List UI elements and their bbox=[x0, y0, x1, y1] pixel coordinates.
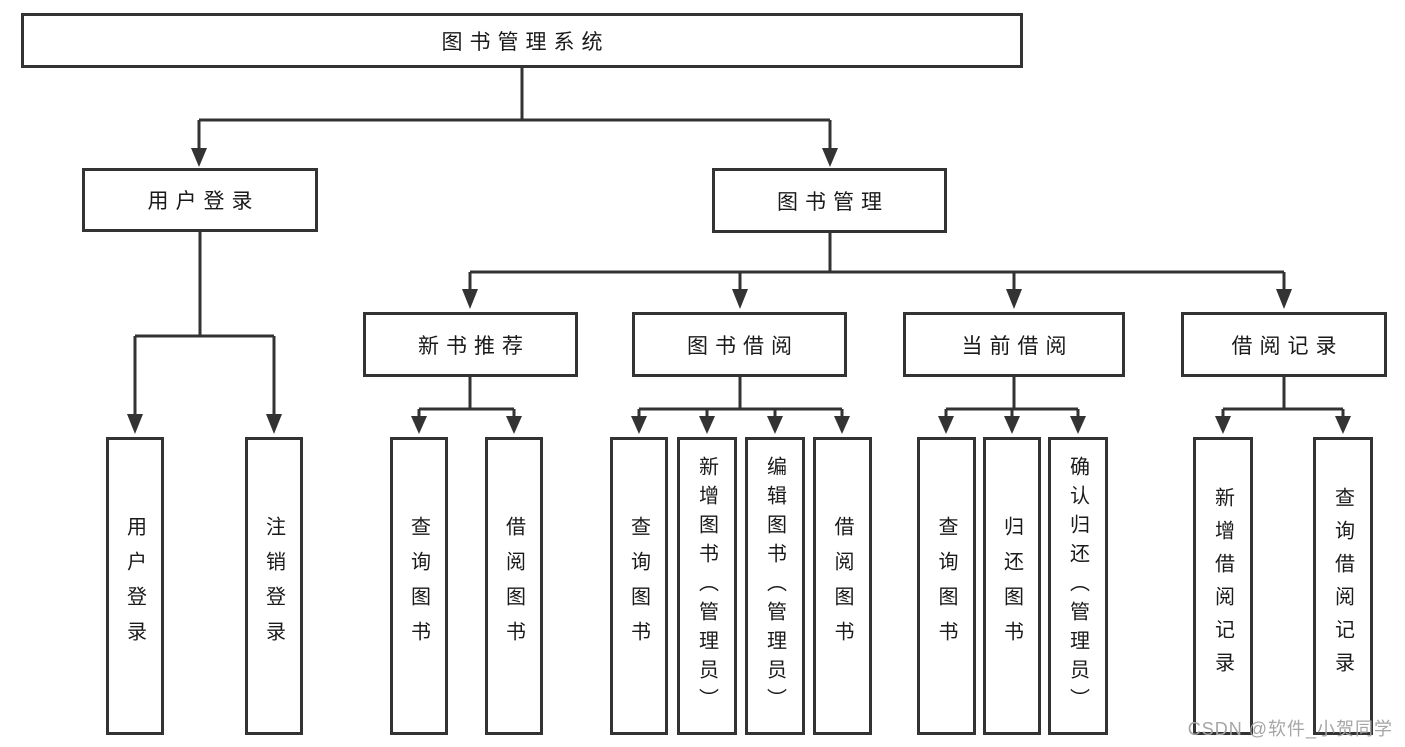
leaf-current-query-books: 查询图书 bbox=[917, 437, 976, 735]
node-current-borrow: 当前借阅 bbox=[903, 312, 1125, 377]
node-book-borrow: 图书借阅 bbox=[632, 312, 847, 377]
connector-book-borrow-children bbox=[631, 377, 850, 434]
leaf-recommend-borrow-books: 借阅图书 bbox=[485, 437, 543, 735]
leaf-borrow-borrow-books-label: 借阅图书 bbox=[831, 516, 853, 656]
leaf-logout: 注销登录 bbox=[245, 437, 303, 735]
leaf-return-books: 归还图书 bbox=[983, 437, 1041, 735]
leaf-logout-label: 注销登录 bbox=[262, 516, 285, 656]
leaf-recommend-query-books-label: 查询图书 bbox=[407, 516, 430, 656]
connector-user-login-children bbox=[127, 232, 282, 434]
leaf-recommend-borrow-books-label: 借阅图书 bbox=[502, 516, 525, 656]
connector-current-borrow-children bbox=[938, 377, 1086, 434]
leaf-confirm-return-admin-label: 确认归还（管理员） bbox=[1066, 455, 1089, 717]
csdn-watermark: CSDN @软件_小贺同学 bbox=[1187, 719, 1393, 739]
leaf-add-borrow-record: 新增借阅记录 bbox=[1193, 437, 1253, 735]
node-user-login-label: 用户登录 bbox=[147, 190, 260, 213]
node-new-book-recommend: 新书推荐 bbox=[363, 312, 578, 377]
leaf-confirm-return-admin: 确认归还（管理员） bbox=[1048, 437, 1108, 735]
connector-root-to-level2 bbox=[191, 68, 838, 167]
leaf-query-borrow-record-label: 查询借阅记录 bbox=[1331, 487, 1354, 685]
leaf-add-book-admin: 新增图书（管理员） bbox=[677, 437, 737, 735]
node-current-borrow-label: 当前借阅 bbox=[961, 334, 1074, 358]
leaf-edit-book-admin: 编辑图书（管理员） bbox=[745, 437, 805, 735]
leaf-recommend-query-books: 查询图书 bbox=[390, 437, 448, 735]
node-book-management: 图书管理 bbox=[712, 168, 947, 233]
leaf-user-login-label: 用户登录 bbox=[123, 516, 146, 656]
node-root: 图书管理系统 bbox=[21, 13, 1023, 68]
leaf-return-books-label: 归还图书 bbox=[1000, 516, 1023, 656]
node-user-login: 用户登录 bbox=[82, 168, 318, 232]
leaf-add-borrow-record-label: 新增借阅记录 bbox=[1211, 487, 1234, 685]
node-new-book-recommend-label: 新书推荐 bbox=[418, 334, 530, 358]
leaf-borrow-borrow-books: 借阅图书 bbox=[813, 437, 872, 735]
leaf-borrow-query-books-label: 查询图书 bbox=[627, 516, 650, 656]
leaf-user-login: 用户登录 bbox=[106, 437, 164, 735]
connector-borrow-records-children bbox=[1215, 377, 1351, 434]
node-book-borrow-label: 图书借阅 bbox=[687, 334, 799, 358]
leaf-query-borrow-record: 查询借阅记录 bbox=[1313, 437, 1373, 735]
connector-book-management-children bbox=[462, 233, 1292, 309]
connector-new-book-recommend-children bbox=[411, 377, 522, 434]
node-borrow-records-label: 借阅记录 bbox=[1231, 334, 1344, 358]
leaf-borrow-query-books: 查询图书 bbox=[610, 437, 668, 735]
node-root-label: 图书管理系统 bbox=[441, 30, 610, 54]
leaf-edit-book-admin-label: 编辑图书（管理员） bbox=[763, 455, 786, 717]
leaf-add-book-admin-label: 新增图书（管理员） bbox=[695, 455, 718, 717]
node-borrow-records: 借阅记录 bbox=[1181, 312, 1387, 377]
node-book-management-label: 图书管理 bbox=[777, 190, 889, 214]
leaf-current-query-books-label: 查询图书 bbox=[935, 516, 957, 656]
